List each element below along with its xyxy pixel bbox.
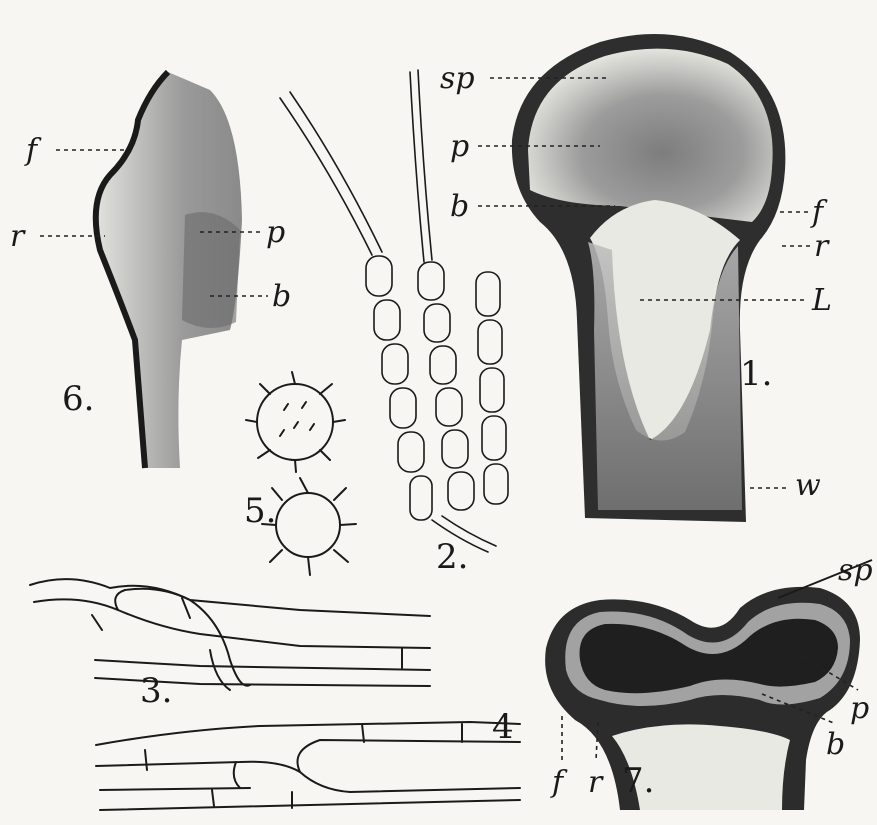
label-figure-3: 3. xyxy=(140,671,172,711)
label-figure-6: 6. xyxy=(62,379,94,419)
label-fig7-r: r xyxy=(588,765,604,800)
figure-3-hyphae xyxy=(30,579,430,690)
label-fig1-r: r xyxy=(814,229,830,264)
label-fig1-f: f xyxy=(810,195,828,230)
label-fig6-f: f xyxy=(24,133,42,168)
label-fig7-b: b xyxy=(826,727,845,762)
fig2-cells xyxy=(366,256,508,520)
figure-1-fruiting-body xyxy=(512,34,786,522)
label-figure-5: 5. xyxy=(244,491,276,531)
label-fig1-sp: sp xyxy=(440,61,475,96)
label-figure-2: 2. xyxy=(436,537,468,577)
label-figure-1: 1. xyxy=(740,354,772,394)
figure-2-hyphae xyxy=(280,70,508,552)
label-fig1-L: L xyxy=(811,283,832,318)
label-fig6-p: p xyxy=(266,215,285,250)
label-fig1-p: p xyxy=(450,129,469,164)
label-fig1-w: w xyxy=(795,468,821,503)
spore-top-spines xyxy=(246,372,345,472)
figure-4-hyphae xyxy=(96,722,520,810)
label-figure-7: 7. xyxy=(622,761,654,801)
label-fig1-b: b xyxy=(450,189,469,224)
fig6-dark-band xyxy=(182,212,240,328)
figure-5-spores xyxy=(246,372,356,575)
spiny-spore-top xyxy=(257,384,333,460)
label-fig6-b: b xyxy=(272,279,291,314)
label-figure-4: 4 xyxy=(492,707,514,747)
label-fig7-f: f xyxy=(550,765,568,800)
label-fig7-sp: sp xyxy=(838,553,873,588)
label-fig7-p: p xyxy=(850,691,869,726)
label-fig6-r: r xyxy=(10,219,26,254)
figure-6-section xyxy=(96,72,242,468)
spiny-spore-bottom xyxy=(276,493,340,557)
